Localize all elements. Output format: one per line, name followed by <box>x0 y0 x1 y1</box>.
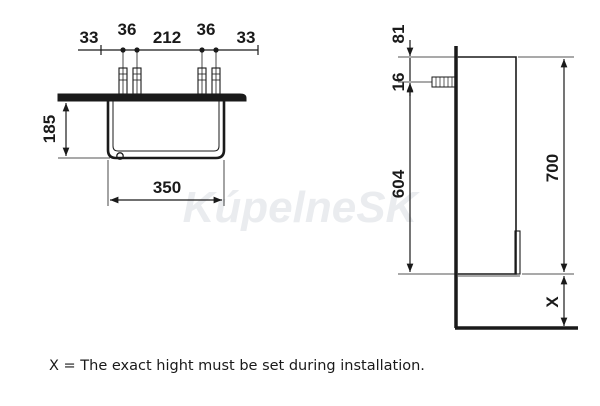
dim-label-33-left: 33 <box>80 28 99 47</box>
basin-top <box>57 93 247 102</box>
installation-note: X = The exact hight must be set during i… <box>49 358 425 374</box>
dim-label-height: 185 <box>40 115 59 143</box>
dim-label-33-right: 33 <box>237 28 256 47</box>
dim-label-36-right: 36 <box>197 20 216 39</box>
cabinet-outline <box>458 56 517 275</box>
right-pipe-fittings <box>197 67 221 95</box>
dim-label-36-left: 36 <box>118 20 137 39</box>
dim-label-81: 81 <box>389 25 408 44</box>
cabinet-handle <box>514 230 521 275</box>
dim-label-604: 604 <box>389 169 408 198</box>
left-pipe-fittings <box>118 67 142 95</box>
basin-bowl <box>106 101 226 160</box>
front-view <box>57 45 259 206</box>
watermark: KúpelneSK <box>183 183 421 232</box>
side-view <box>398 40 578 330</box>
dim-label-x: X <box>543 296 562 308</box>
dim-label-700: 700 <box>543 154 562 182</box>
dim-label-212: 212 <box>153 28 181 47</box>
dim-label-width: 350 <box>153 178 181 197</box>
dim-label-16: 16 <box>389 73 408 92</box>
